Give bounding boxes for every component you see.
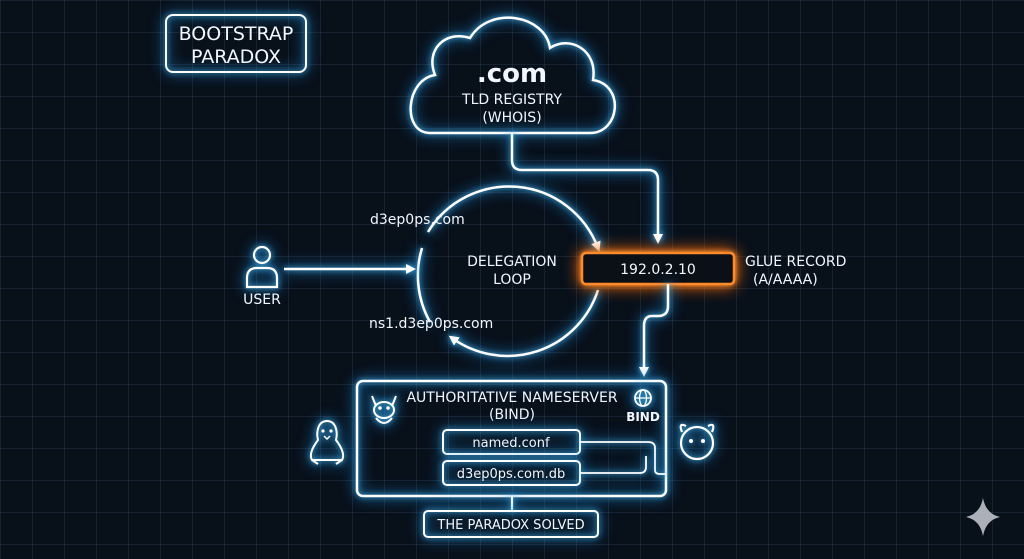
registry-to-glue-arrow: [510, 133, 663, 244]
loop-arc-top: [426, 185, 601, 252]
linux-tux-icon: [309, 419, 345, 465]
bind-globe-icon: [634, 389, 652, 407]
glue-box: [580, 251, 736, 286]
loop-arc-bottom: [448, 289, 600, 358]
tld-registry-cloud: .com TLD REGISTRY (WHOIS): [409, 16, 617, 135]
title-line1: BOOTSTRAP: [179, 23, 294, 45]
loop-line1: DELEGATION: [467, 254, 557, 270]
footer-outline: [423, 510, 599, 538]
nameserver-line1: AUTHORITATIVE NAMESERVER: [406, 390, 617, 406]
user-label: USER: [243, 292, 281, 308]
file-connector-top: [580, 441, 666, 475]
loop-domain-label: d3ep0ps.com: [370, 212, 465, 228]
glue-to-nameserver-arrow: [639, 284, 670, 377]
freebsd-daemon-icon: [679, 423, 715, 461]
bind-daemon-icon: [371, 395, 397, 424]
nameserver-line2: (BIND): [489, 407, 535, 423]
named-conf-label: named.conf: [472, 436, 550, 451]
footer-label: THE PARADOX SOLVED: [436, 518, 584, 533]
glue-line1: GLUE RECORD: [745, 254, 846, 270]
glue-ip: 192.0.2.10: [620, 262, 696, 278]
glue-line2: (A/AAAA): [753, 272, 818, 288]
loop-line2: LOOP: [493, 272, 531, 288]
delegation-loop: DELEGATION LOOP d3ep0ps.com ns1.d3ep0ps.…: [369, 185, 601, 358]
user: USER: [243, 245, 281, 308]
paradox-solved-box: THE PARADOX SOLVED: [423, 510, 599, 538]
title-box: BOOTSTRAP PARADOX: [165, 14, 307, 73]
nameserver-box: AUTHORITATIVE NAMESERVER (BIND) BIND nam…: [355, 379, 668, 498]
cloud-outline: [409, 16, 617, 135]
loop-nameserver-label: ns1.d3ep0ps.com: [369, 316, 493, 332]
tld-label: .com: [477, 59, 547, 89]
sparkle-icon: [966, 498, 1000, 536]
registry-line2: (WHOIS): [482, 110, 541, 126]
title-line2: PARADOX: [191, 46, 281, 68]
loop-arc-left: [416, 247, 432, 323]
zone-file-label: d3ep0ps.com.db: [457, 467, 566, 482]
bind-brand: BIND: [626, 410, 660, 424]
glue-record: 192.0.2.10 GLUE RECORD (A/AAAA): [580, 251, 846, 288]
file-connector-bottom: [580, 456, 647, 474]
user-icon: [245, 245, 279, 289]
registry-line1: TLD REGISTRY: [461, 92, 562, 108]
